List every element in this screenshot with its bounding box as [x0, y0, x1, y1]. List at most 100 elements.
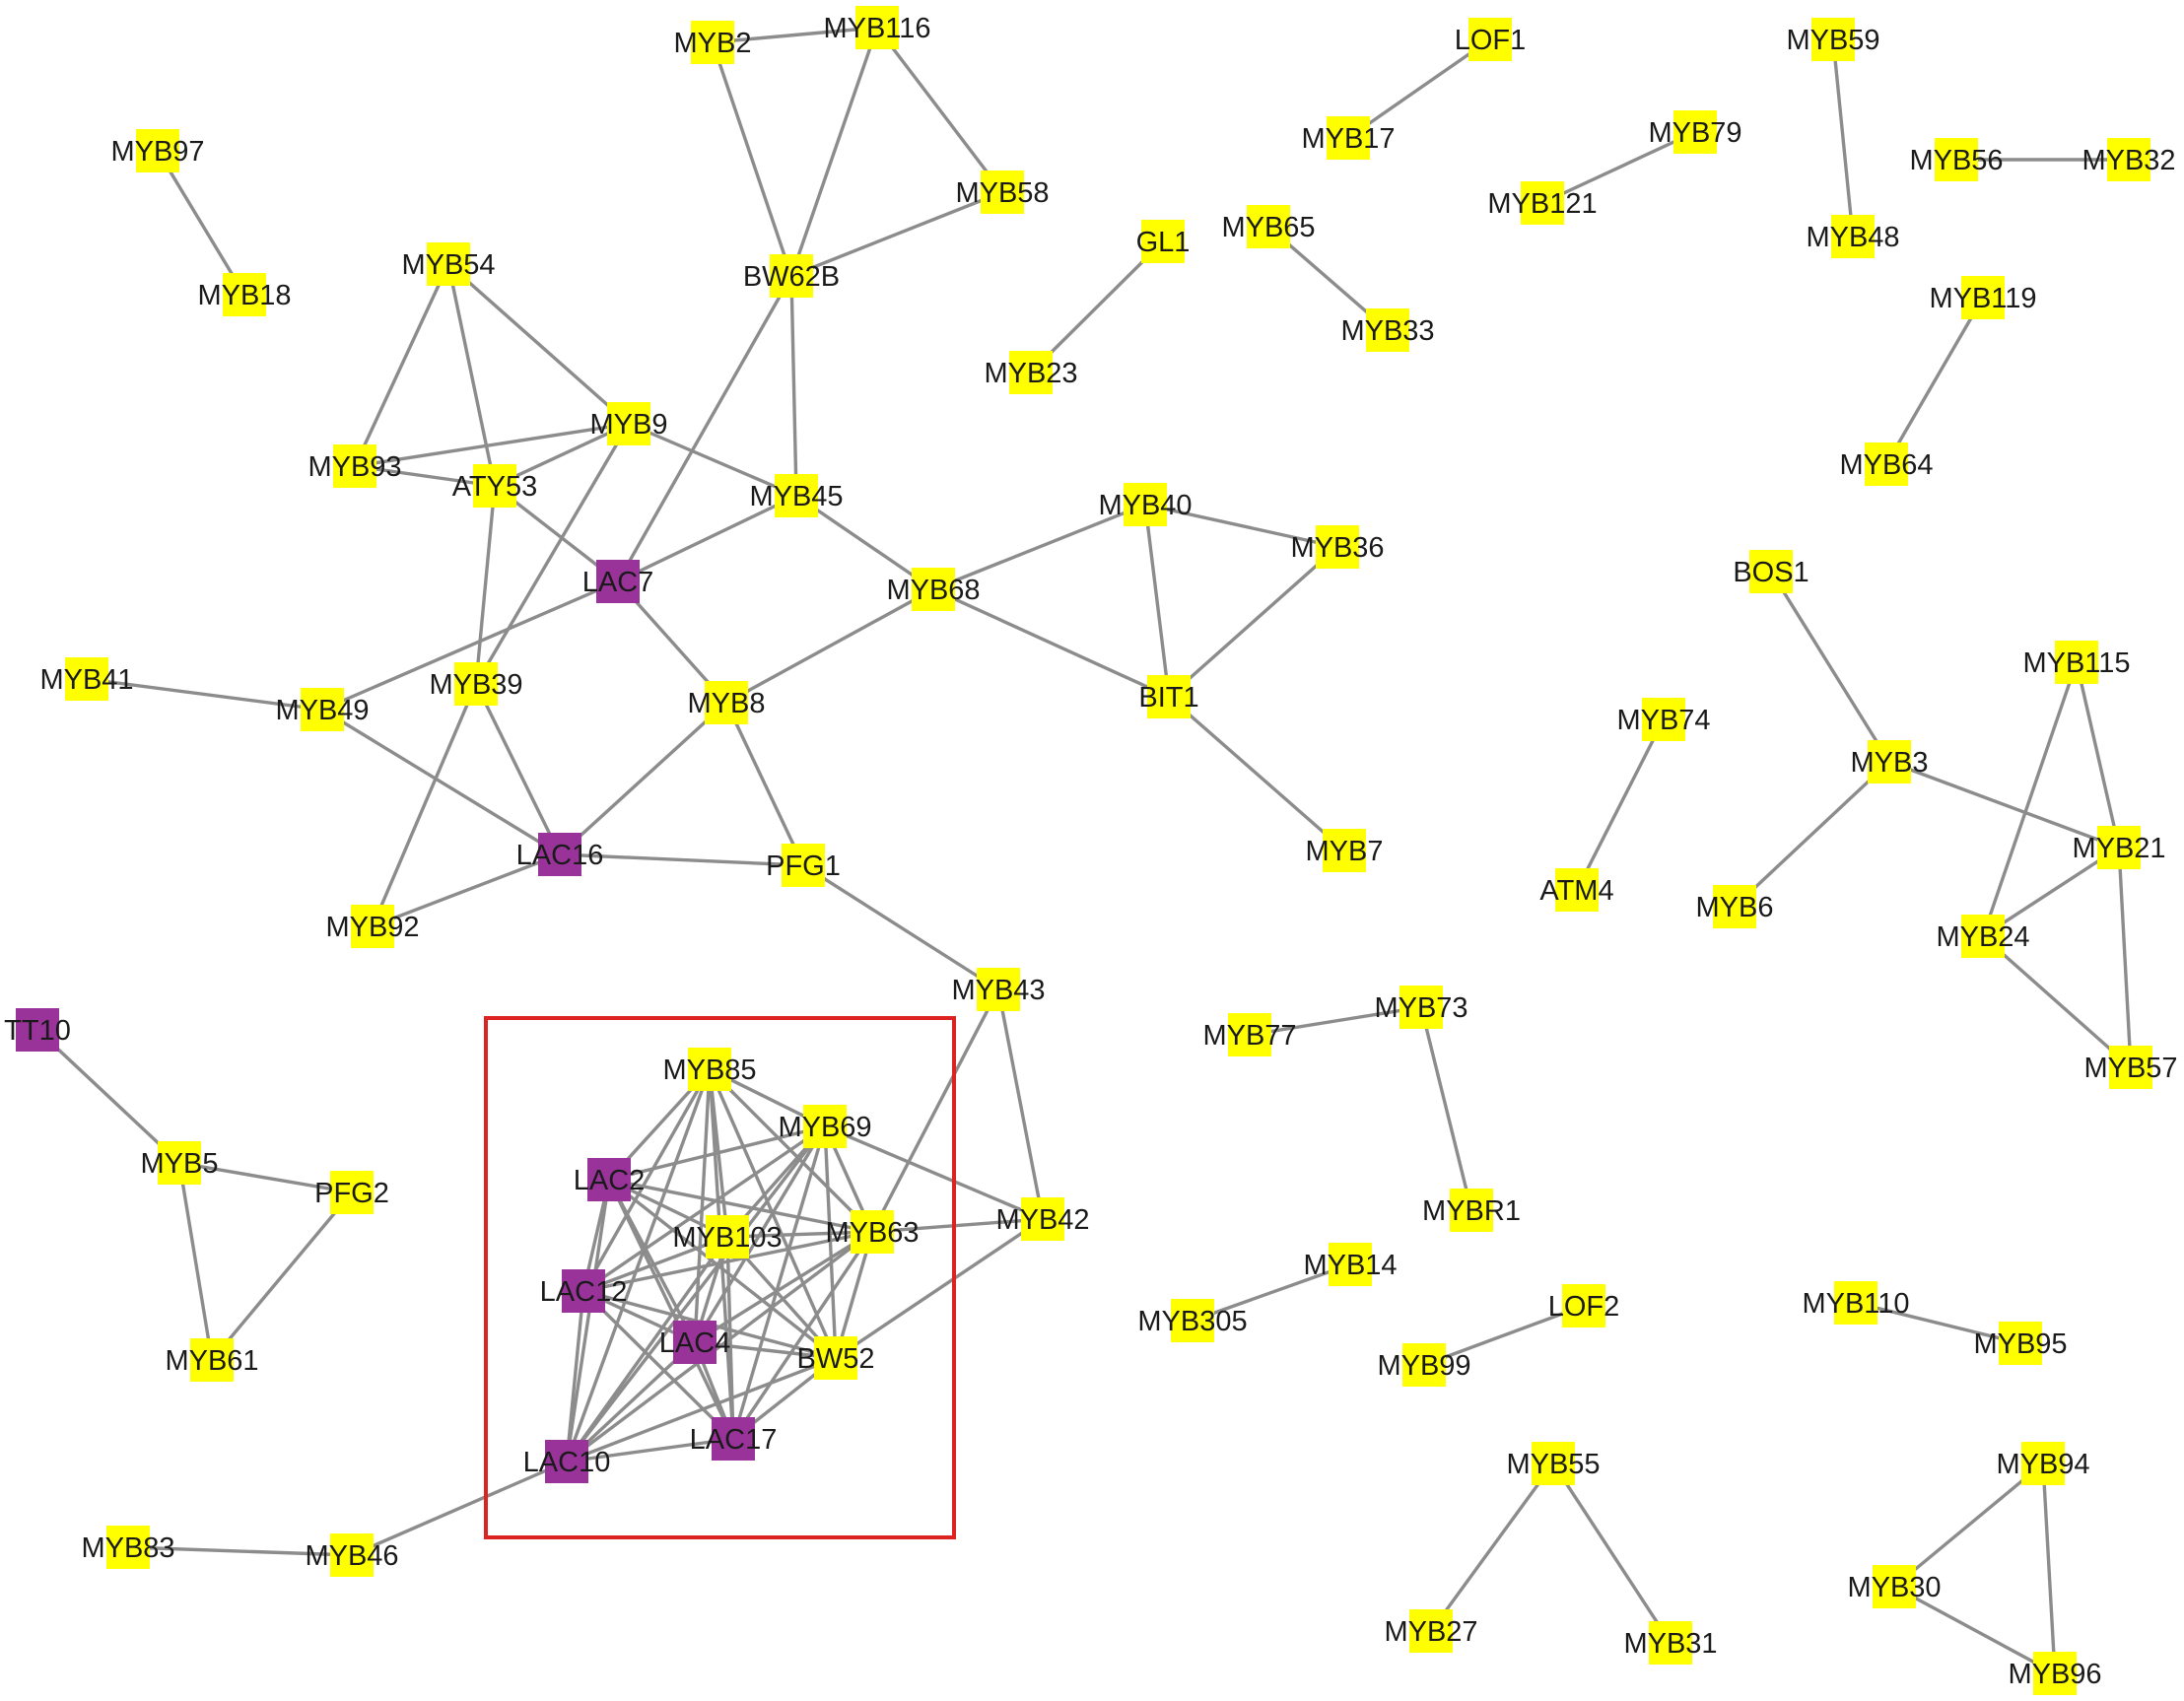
node-myb42[interactable]: MYB42 [995, 1197, 1090, 1241]
node-myb17[interactable]: MYB17 [1301, 116, 1396, 160]
node-myb93[interactable]: MYB93 [307, 444, 402, 488]
node-bos1[interactable]: BOS1 [1733, 550, 1809, 593]
node-myb96[interactable]: MYB96 [2008, 1652, 2102, 1695]
node-myb116[interactable]: MYB116 [823, 6, 931, 49]
node-myb41[interactable]: MYB41 [39, 657, 134, 701]
node-pfg1[interactable]: PFG1 [766, 844, 841, 887]
node-gl1[interactable]: GL1 [1136, 220, 1191, 263]
node-myb94[interactable]: MYB94 [1996, 1442, 2090, 1485]
node-myb18[interactable]: MYB18 [197, 273, 292, 316]
node-myb115[interactable]: MYB115 [2022, 641, 2131, 684]
edge-lac10-myb46 [350, 1460, 569, 1557]
edge-gl1-myb23 [1029, 239, 1165, 374]
node-myb8[interactable]: MYB8 [688, 681, 766, 724]
node-myb32[interactable]: MYB32 [2082, 138, 2176, 181]
edge-bit1-myb7 [1167, 695, 1346, 852]
node-tt10[interactable]: TT10 [4, 1008, 71, 1052]
node-aty53[interactable]: ATY53 [452, 464, 538, 508]
node-label: MYB74 [1616, 705, 1710, 736]
node-myb79[interactable]: MYB79 [1648, 110, 1742, 154]
node-bit1[interactable]: BIT1 [1138, 675, 1199, 718]
node-myb65[interactable]: MYB65 [1221, 205, 1316, 248]
node-bw52[interactable]: BW52 [797, 1336, 875, 1380]
node-myb21[interactable]: MYB21 [2072, 826, 2166, 869]
node-myb68[interactable]: MYB68 [886, 568, 981, 611]
node-myb27[interactable]: MYB27 [1384, 1609, 1478, 1653]
node-label: PFG2 [314, 1178, 389, 1209]
node-myb57[interactable]: MYB57 [2083, 1046, 2178, 1089]
node-square [454, 662, 498, 706]
node-myb74[interactable]: MYB74 [1616, 698, 1711, 741]
node-myb54[interactable]: MYB54 [401, 242, 496, 286]
node-lof2[interactable]: LOF2 [1548, 1284, 1620, 1327]
edge-myb45-lac7 [616, 494, 798, 583]
node-myb14[interactable]: MYB14 [1303, 1243, 1398, 1286]
node-myb5[interactable]: MYB5 [141, 1141, 219, 1185]
node-myb99[interactable]: MYB99 [1377, 1343, 1471, 1387]
node-myb6[interactable]: MYB6 [1696, 885, 1774, 928]
edge-myb43-myb63 [870, 987, 1000, 1234]
node-myb24[interactable]: MYB24 [1936, 915, 2030, 958]
edge-lof2-myb99 [1422, 1304, 1586, 1367]
node-lac7[interactable]: LAC7 [582, 560, 654, 603]
node-lac10[interactable]: LAC10 [523, 1440, 611, 1483]
node-myb103[interactable]: MYB103 [672, 1215, 783, 1259]
node-myb56[interactable]: MYB56 [1909, 138, 2004, 181]
node-square [596, 560, 640, 603]
node-lac2[interactable]: LAC2 [574, 1158, 646, 1201]
node-myb64[interactable]: MYB64 [1839, 442, 1934, 486]
node-myb45[interactable]: MYB45 [749, 474, 844, 517]
node-lac16[interactable]: LAC16 [516, 833, 604, 876]
edge-myb41-myb49 [85, 677, 324, 712]
node-atm4[interactable]: ATM4 [1539, 868, 1614, 912]
node-myb43[interactable]: MYB43 [951, 968, 1046, 1011]
node-myb69[interactable]: MYB69 [778, 1105, 872, 1148]
node-myb39[interactable]: MYB39 [429, 662, 523, 706]
node-myb58[interactable]: MYB58 [955, 170, 1050, 214]
node-myb110[interactable]: MYB110 [1802, 1281, 1910, 1325]
node-myb36[interactable]: MYB36 [1290, 525, 1385, 569]
node-myb121[interactable]: MYB121 [1487, 181, 1598, 225]
node-myb3[interactable]: MYB3 [1851, 740, 1929, 783]
node-bw62b[interactable]: BW62B [743, 254, 840, 298]
node-myb9[interactable]: MYB9 [590, 402, 668, 445]
edge-myb69-lac10 [565, 1124, 827, 1463]
node-square [1147, 675, 1191, 718]
node-myb31[interactable]: MYB31 [1623, 1621, 1718, 1665]
node-myb23[interactable]: MYB23 [984, 351, 1078, 394]
node-myb95[interactable]: MYB95 [1973, 1322, 2068, 1365]
node-myb85[interactable]: MYB85 [662, 1048, 757, 1091]
node-label: MYB3 [1851, 747, 1929, 779]
node-myb83[interactable]: MYB83 [81, 1526, 175, 1569]
node-pfg2[interactable]: PFG2 [314, 1171, 389, 1214]
node-myb77[interactable]: MYB77 [1202, 1013, 1297, 1056]
node-label: LAC10 [523, 1447, 611, 1478]
node-myb119[interactable]: MYB119 [1929, 276, 2037, 319]
node-myb73[interactable]: MYB73 [1374, 986, 1468, 1029]
node-lac17[interactable]: LAC17 [690, 1417, 778, 1461]
node-myb46[interactable]: MYB46 [305, 1533, 399, 1577]
node-myb61[interactable]: MYB61 [165, 1338, 259, 1382]
node-label: MYB64 [1839, 449, 1933, 481]
node-myb63[interactable]: MYB63 [825, 1210, 920, 1254]
node-myb2[interactable]: MYB2 [674, 21, 752, 64]
edge-myb103-lac10 [565, 1235, 729, 1463]
node-mybr1[interactable]: MYBR1 [1422, 1189, 1521, 1232]
node-myb97[interactable]: MYB97 [110, 129, 205, 172]
node-myb55[interactable]: MYB55 [1506, 1442, 1601, 1485]
node-lac4[interactable]: LAC4 [659, 1321, 731, 1364]
node-myb305[interactable]: MYB305 [1137, 1299, 1248, 1342]
node-myb92[interactable]: MYB92 [325, 905, 420, 948]
edge-lac4-bw52 [693, 1340, 838, 1360]
node-myb48[interactable]: MYB48 [1806, 215, 1900, 258]
node-myb30[interactable]: MYB30 [1847, 1565, 1942, 1608]
node-myb40[interactable]: MYB40 [1098, 483, 1193, 526]
node-myb7[interactable]: MYB7 [1306, 829, 1384, 872]
node-myb33[interactable]: MYB33 [1340, 308, 1435, 352]
node-lof1[interactable]: LOF1 [1455, 18, 1527, 61]
node-myb59[interactable]: MYB59 [1786, 18, 1880, 61]
node-lac12[interactable]: LAC12 [540, 1269, 628, 1313]
node-myb49[interactable]: MYB49 [275, 688, 370, 731]
edge-myb9-myb39 [474, 422, 631, 686]
